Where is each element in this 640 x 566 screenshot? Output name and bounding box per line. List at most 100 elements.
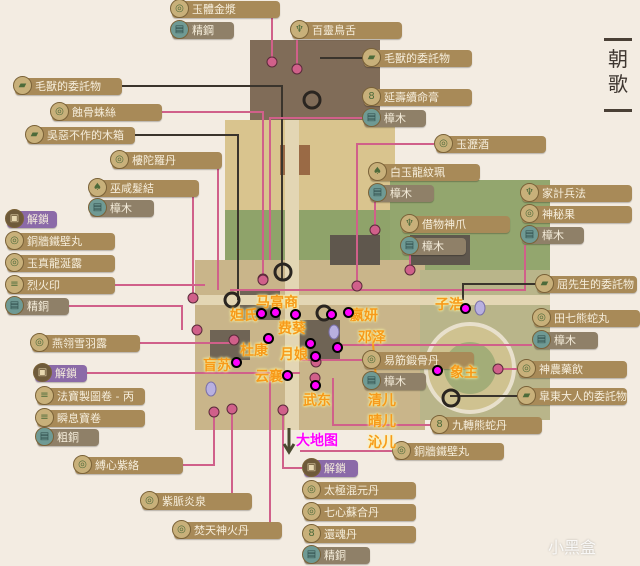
right-label-item[interactable]: ◎神農藥飲 (517, 359, 627, 378)
left-label-material[interactable]: ▤精鋼 (170, 20, 234, 39)
gourd-icon: 8 (430, 415, 449, 434)
save-crystals (205, 300, 486, 397)
right-label-material[interactable]: ▤樟木 (362, 371, 426, 390)
pill-icon: ◎ (362, 350, 381, 369)
right-label-unlock[interactable]: ▣解鎖 (302, 458, 358, 477)
pill-icon: ◎ (30, 333, 49, 352)
left-label-item[interactable]: ♠巫咸髮結 (88, 178, 199, 197)
label-text: 玉真龍涎露 (27, 257, 82, 270)
npc-location-marker[interactable] (332, 342, 343, 353)
left-label-item[interactable]: ▰吳惡不作的木箱 (25, 125, 135, 144)
right-label-item[interactable]: ◎神秘果 (520, 204, 632, 223)
pill-icon: ◎ (520, 204, 539, 223)
label-text: 易筋鍛骨丹 (384, 354, 439, 367)
right-label-item[interactable]: ◎田七熊蛇丸 (532, 308, 640, 327)
label-text: 粗銅 (57, 431, 79, 444)
ore-icon: ▤ (362, 108, 381, 127)
ore-icon: ▤ (362, 371, 381, 390)
label-text: 樟木 (390, 187, 412, 200)
right-label-item[interactable]: ▰屈先生的委託物 (535, 274, 637, 293)
npc-location-marker[interactable] (270, 307, 281, 318)
left-label-item[interactable]: ◎樓陀羅丹 (110, 150, 222, 169)
npc-location-marker[interactable] (231, 357, 242, 368)
label-text: 解鎖 (27, 213, 49, 226)
right-label-item[interactable]: ◎七心蘇合丹 (302, 502, 416, 521)
label-text: 縛心紫絡 (95, 459, 139, 472)
right-label-item[interactable]: ♆家計兵法 (520, 183, 632, 202)
npc-location-marker[interactable] (310, 380, 321, 391)
npc-location-marker[interactable] (432, 365, 443, 376)
right-label-material[interactable]: ▤精銅 (302, 545, 370, 564)
left-label-item[interactable]: ≡瞬息寶卷 (35, 408, 145, 427)
gourd-icon: 8 (302, 524, 321, 543)
right-label-item[interactable]: ◎易筋鍛骨丹 (362, 350, 474, 369)
pill-icon: ◎ (302, 502, 321, 521)
right-label-item[interactable]: ◎玉瀝酒 (434, 134, 546, 153)
pill-icon: ◎ (392, 441, 411, 460)
left-label-item[interactable]: ◎縛心紫絡 (73, 455, 183, 474)
npc-name: 沁儿 (368, 435, 396, 451)
label-text: 焚天神火丹 (194, 524, 249, 537)
right-label-item[interactable]: ▰毛獸的委託物 (362, 48, 472, 67)
left-label-material[interactable]: ▤精銅 (5, 296, 69, 315)
label-text: 延壽續命膏 (384, 91, 439, 104)
label-text: 樟木 (384, 375, 406, 388)
npc-location-marker[interactable] (256, 308, 267, 319)
left-label-unlock[interactable]: ▣解鎖 (5, 209, 57, 228)
npc-name: 费葵 (278, 321, 306, 337)
left-label-item[interactable]: ◎蝕骨蛛絲 (50, 102, 162, 121)
npc-location-marker[interactable] (326, 309, 337, 320)
npc-name: 象主 (450, 365, 478, 381)
right-label-item[interactable]: ▰皐東大人的委託物 (517, 386, 627, 405)
left-label-item[interactable]: ◎焚天神火丹 (172, 520, 282, 539)
world-map-link[interactable]: 大地图 (296, 433, 338, 449)
left-label-item[interactable]: ◎燕翎雪羽露 (30, 333, 140, 352)
npc-location-marker[interactable] (263, 333, 274, 344)
label-text: 蝕骨蛛絲 (72, 106, 116, 119)
label-text: 解鎖 (324, 462, 346, 475)
label-text: 銅牆鐵壁丸 (27, 235, 82, 248)
right-label-material[interactable]: ▤樟木 (400, 236, 466, 255)
left-label-material[interactable]: ▤粗銅 (35, 427, 99, 446)
left-label-item[interactable]: ▰毛獸的委託物 (13, 76, 122, 95)
npc-name: 杜康 (240, 343, 268, 359)
right-label-item[interactable]: ♠白玉龍紋珮 (368, 162, 480, 181)
npc-location-marker[interactable] (282, 370, 293, 381)
left-label-unlock[interactable]: ▣解鎖 (33, 363, 87, 382)
right-label-material[interactable]: ▤樟木 (532, 330, 598, 349)
right-label-material[interactable]: ▤樟木 (520, 225, 584, 244)
pill-icon: ◎ (50, 102, 69, 121)
right-label-item[interactable]: ◎太極混元丹 (302, 480, 416, 499)
right-label-item[interactable]: ◎銅牆鐵壁丸 (392, 441, 504, 460)
pill-icon: ◎ (517, 359, 536, 378)
left-label-material[interactable]: ▤樟木 (88, 198, 154, 217)
portal-icons (223, 90, 461, 408)
right-label-item[interactable]: ♆百靈鳥舌 (290, 20, 402, 39)
npc-name: 子浩 (435, 297, 463, 313)
left-label-item[interactable]: ≡法寶製圖卷 - 丙 (35, 386, 145, 405)
claw-icon: ♆ (520, 183, 539, 202)
label-text: 法寶製圖卷 - 丙 (57, 390, 134, 403)
npc-location-marker[interactable] (305, 338, 316, 349)
npc-location-marker[interactable] (460, 303, 471, 314)
package-icon: ▰ (13, 76, 32, 95)
label-text: 皐東大人的委託物 (539, 390, 627, 403)
right-label-material[interactable]: ▤樟木 (368, 183, 434, 202)
left-label-item[interactable]: ◎紫脈炎泉 (140, 491, 252, 510)
right-label-material[interactable]: ▤樟木 (362, 108, 426, 127)
label-text: 烈火印 (27, 279, 60, 292)
right-label-item[interactable]: ♆借物神爪 (400, 214, 510, 233)
chest-icon: ▣ (302, 458, 321, 477)
left-label-item[interactable]: ◎玉真龍涎露 (5, 253, 115, 272)
left-label-item[interactable]: ◎銅牆鐵壁丸 (5, 231, 115, 250)
npc-location-marker[interactable] (290, 309, 301, 320)
area-title: 朝歌 (604, 38, 632, 112)
left-label-item[interactable]: ◎玉體金漿 (170, 0, 280, 18)
npc-location-marker[interactable] (343, 307, 354, 318)
left-label-item[interactable]: ≡烈火印 (5, 275, 115, 294)
npc-location-marker[interactable] (310, 351, 321, 362)
pill-icon: ◎ (170, 0, 189, 18)
